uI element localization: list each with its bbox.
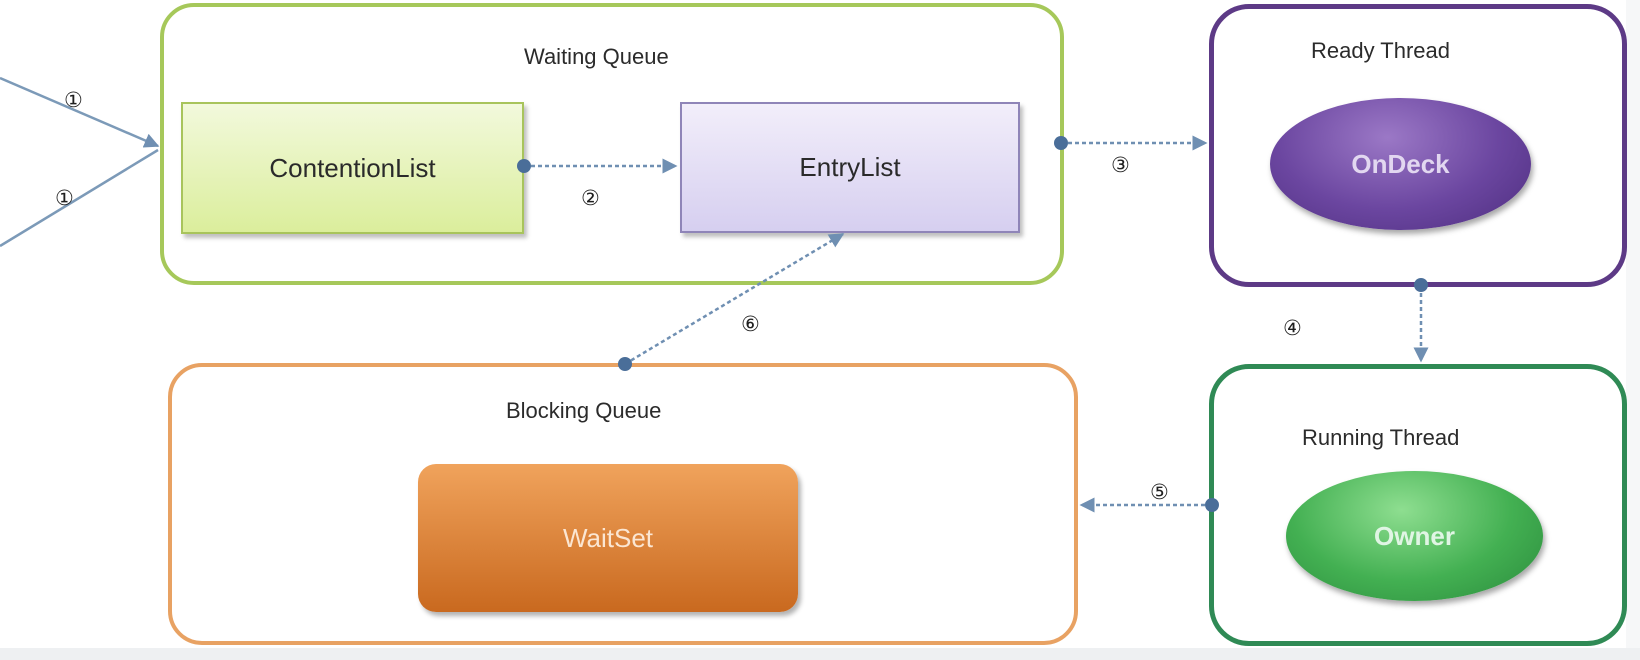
incoming-edge-bottom <box>0 148 159 248</box>
entry-list-node: EntryList <box>680 102 1020 233</box>
edge-contention-to-entry-dot <box>517 159 531 173</box>
step-5-label: ⑤ <box>1150 480 1169 504</box>
step-4-label: ④ <box>1283 316 1302 340</box>
edge-ready-to-running-dot <box>1414 278 1428 292</box>
edge-blocking-to-entry <box>624 232 845 366</box>
step-3-label: ③ <box>1111 153 1130 177</box>
edge-running-to-blocking-dot <box>1205 498 1219 512</box>
step-6-label: ⑥ <box>741 312 760 336</box>
wait-set-node: WaitSet <box>418 464 798 612</box>
running-thread-title: Running Thread <box>1302 425 1460 450</box>
step-1-top-label: ① <box>64 88 83 112</box>
owner-node: Owner <box>1286 471 1543 601</box>
incoming-edge-top <box>0 76 160 148</box>
edge-waiting-to-ready-dot <box>1054 136 1068 150</box>
ondeck-node: OnDeck <box>1270 98 1531 230</box>
contention-list-node: ContentionList <box>181 102 524 234</box>
ready-thread-title: Ready Thread <box>1311 38 1451 63</box>
bottom-strip <box>0 648 1640 660</box>
waiting-queue-title: Waiting Queue <box>524 44 669 69</box>
right-strip <box>1626 0 1640 648</box>
edge-blocking-to-entry-dot <box>618 357 632 371</box>
blocking-queue-title: Blocking Queue <box>506 398 662 423</box>
step-2-label: ② <box>581 186 600 210</box>
step-1-bottom-label: ① <box>55 186 74 210</box>
